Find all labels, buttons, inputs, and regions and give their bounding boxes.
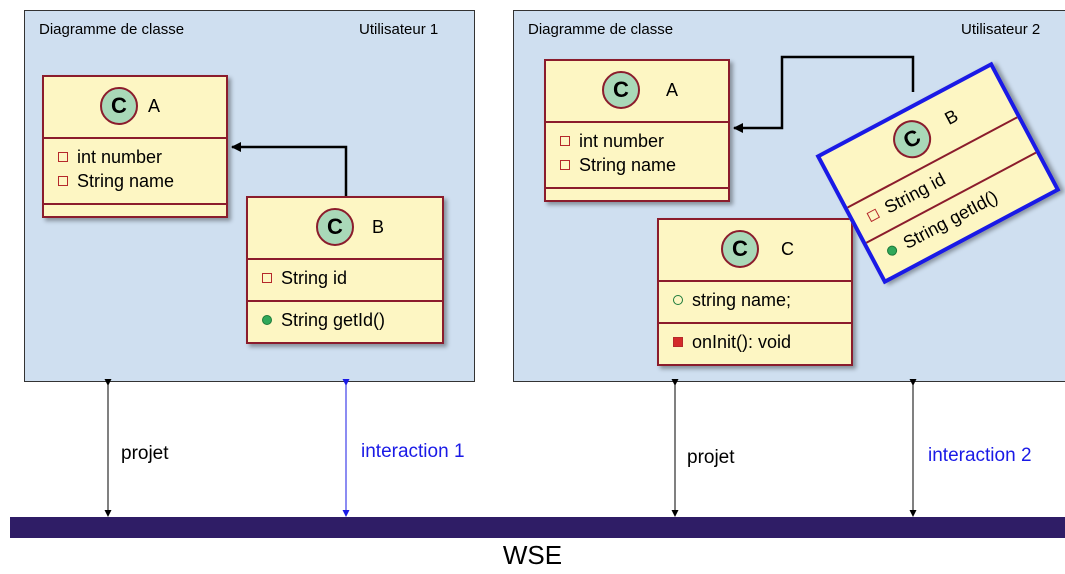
class-header: C B [248, 198, 442, 260]
class-stereotype-icon: C [721, 230, 759, 268]
methods-section: String getId() [248, 302, 442, 344]
wse-bar [10, 517, 1065, 538]
attribute-row[interactable]: int number [560, 129, 728, 153]
left-inheritance-arrow [231, 142, 348, 196]
private-icon [262, 273, 272, 284]
class-stereotype-icon: C [602, 71, 640, 109]
interaction-2-label: interaction 2 [928, 445, 1032, 466]
projet-right-label: projet [687, 447, 735, 468]
method-row[interactable]: String getId() [262, 308, 442, 332]
private-icon [58, 152, 68, 163]
class-stereotype-icon: C [100, 87, 138, 125]
right-inheritance-arrow [733, 55, 915, 133]
methods-section: onInit(): void [659, 324, 851, 366]
attribute-row[interactable]: String name [58, 169, 226, 193]
attributes-section: int number String name [546, 123, 728, 189]
class-name: B [372, 217, 385, 237]
attributes-section: string name; [659, 282, 851, 324]
left-class-a[interactable]: C A int number String name [42, 75, 228, 218]
interaction-1-label: interaction 1 [361, 441, 465, 462]
private-icon [673, 337, 683, 348]
private-icon [58, 176, 68, 187]
right-class-a[interactable]: C A int number String name [544, 59, 730, 202]
public-icon [673, 295, 683, 306]
left-class-b[interactable]: C B String id String getId() [246, 196, 444, 344]
method-row[interactable]: onInit(): void [673, 330, 851, 354]
left-panel-title: Diagramme de classe [39, 21, 185, 38]
private-icon [560, 160, 570, 171]
attribute-row[interactable]: String name [560, 153, 728, 177]
left-panel-user: Utilisateur 1 [359, 21, 439, 38]
attribute-row[interactable]: String id [262, 266, 442, 290]
class-name: A [148, 96, 161, 116]
public-icon [262, 315, 272, 326]
attribute-row[interactable]: string name; [673, 288, 851, 312]
class-header: C A [44, 77, 226, 139]
projet-left-label: projet [121, 443, 169, 464]
wse-label: WSE [502, 540, 563, 570]
right-class-c[interactable]: C C string name; onInit(): void [657, 218, 853, 366]
class-header: C A [546, 61, 728, 123]
right-panel-title: Diagramme de classe [528, 21, 674, 38]
attributes-section: int number String name [44, 139, 226, 205]
right-panel-user: Utilisateur 2 [961, 21, 1041, 38]
attributes-section: String id [248, 260, 442, 302]
class-name: A [666, 80, 679, 100]
class-stereotype-icon: C [316, 208, 354, 246]
private-icon [560, 136, 570, 147]
attribute-row[interactable]: int number [58, 145, 226, 169]
class-header: C C [659, 220, 851, 282]
class-name: C [781, 239, 794, 259]
